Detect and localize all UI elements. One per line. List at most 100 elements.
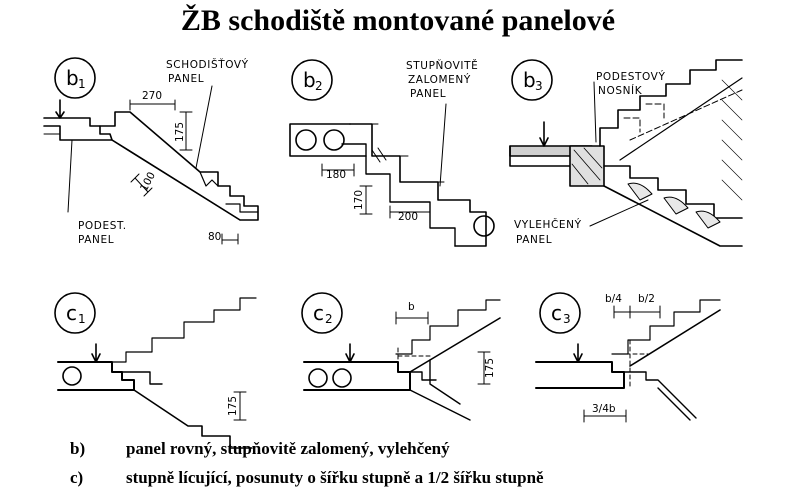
lower-flight: [603, 165, 743, 219]
panel-label-line1: VYLEHČENÝ: [514, 218, 582, 231]
landing-slab-lines: [43, 125, 61, 135]
folded-panel-inner: [371, 123, 445, 183]
dim-b: b: [408, 301, 415, 313]
page-title: ŽB schodiště montované panelové: [180, 4, 616, 37]
stair-bottom-step: [225, 203, 259, 213]
dim-175: 175: [174, 122, 186, 142]
dim-line-b4: [613, 305, 631, 319]
dim-180: 180: [326, 169, 346, 181]
stair-incline: [629, 309, 721, 367]
caption-key-c: c): [70, 468, 84, 487]
tag-circle: [291, 59, 333, 101]
hatching: [721, 79, 743, 201]
dim-80: 80: [208, 231, 221, 243]
folded-panel-bottom: [341, 143, 456, 247]
stair-outline: [611, 299, 721, 355]
dashed-step: [397, 347, 431, 371]
support-arrow: [345, 343, 355, 363]
figure-c1: c 1 175: [54, 292, 257, 449]
stair-flight: [133, 389, 253, 449]
stair-notch: [199, 171, 219, 187]
landing-beam-hatch: [571, 147, 603, 185]
dim-line-175: [179, 111, 193, 151]
dim-line-3-4b: [583, 409, 627, 423]
dim-b2: b/2: [638, 293, 655, 305]
panel-leader: [589, 199, 649, 227]
panel-label-line2: PANEL: [516, 234, 552, 246]
lower-flight-soffit: [603, 185, 743, 247]
panel-label-line2: PANEL: [168, 73, 204, 85]
support-arrow: [539, 121, 549, 147]
landing-void: [62, 366, 82, 386]
caption-text-c: stupně lícující, posunuty o šířku stupně…: [126, 468, 544, 487]
stair-panel: [99, 111, 259, 221]
figure-b2: b 2 180 170 200 STUPŇOVITĚ ZALOMENÝ PANE…: [289, 59, 495, 247]
dim-175: 175: [484, 358, 496, 378]
figure-tag: b: [523, 68, 536, 92]
figure-tag: b: [66, 66, 79, 90]
support-arrow: [55, 99, 65, 119]
figure-subscript: 3: [563, 312, 571, 326]
landing-panel: [43, 117, 113, 141]
figure-tag: b: [303, 68, 316, 92]
dim-line-b2: [629, 305, 661, 319]
panel-leader: [195, 85, 213, 169]
stair-incline: [409, 317, 501, 373]
stair-flight-top: [121, 371, 163, 385]
figure-b1: b 1 270 175 100 80 SCHODIŠŤOVÝ PANEL POD…: [43, 57, 259, 246]
support-ref: [371, 147, 387, 163]
caption-key-b: b): [70, 439, 86, 458]
panel-label-line3: PANEL: [410, 88, 446, 100]
landing-label-line1: PODEST.: [78, 220, 127, 232]
figure-subscript: 2: [325, 312, 333, 326]
tag-circle: [301, 292, 343, 334]
dim-line-170: [359, 185, 373, 215]
stair-flight: [623, 371, 697, 421]
figure-subscript: 2: [315, 79, 323, 93]
panel-label-line1: SCHODIŠŤOVÝ: [166, 58, 249, 71]
dim-100: 100: [138, 170, 158, 193]
landing-void: [323, 129, 345, 151]
beam-label-line2: NOSNÍK: [598, 84, 643, 97]
dim-line-180: [321, 163, 355, 177]
landing-void: [308, 368, 328, 388]
panel-label-line2: ZALOMENÝ: [408, 73, 471, 86]
landing-slab: [57, 361, 135, 391]
dim-line-b: [395, 311, 429, 325]
support-arrow: [91, 343, 101, 363]
dim-270: 270: [142, 90, 162, 102]
figure-tag: c: [551, 301, 562, 325]
dim-line-200: [389, 205, 431, 219]
dim-3-4b: 3/4b: [592, 403, 616, 415]
figure-subscript: 1: [78, 312, 86, 326]
figure-c2: c 2 b 175: [301, 292, 501, 421]
dim-line-100: [130, 173, 153, 197]
figure-c3: c 3 b/4 b/2 3/4b: [535, 292, 721, 423]
dim-line-175: [477, 351, 491, 385]
folded-panel-top: [349, 123, 487, 247]
dim-175: 175: [227, 396, 239, 416]
lower-void: [473, 215, 495, 237]
tag-circle: [54, 57, 96, 99]
landing-slab: [303, 361, 411, 391]
landing-panel: [289, 123, 367, 157]
landing-void: [332, 368, 352, 388]
beam-label-line1: PODESTOVÝ: [596, 70, 665, 83]
landing-void: [295, 129, 317, 151]
landing-label-line2: PANEL: [78, 234, 114, 246]
tag-circle: [511, 59, 553, 101]
landing-leader: [67, 139, 73, 213]
dim-line-175: [233, 391, 247, 421]
panel-leader: [439, 103, 447, 187]
figure-b3: b 3 PODESTOVÝ NOSNÍK VYLEHČENÝ PANEL: [509, 59, 743, 247]
upper-flight-soffit: [619, 77, 743, 161]
stair-panel-soffit: [111, 139, 241, 221]
dashed-step: [611, 339, 649, 387]
dim-line-80: [221, 233, 239, 245]
figure-tag: c: [66, 301, 77, 325]
dim-200: 200: [398, 211, 418, 223]
stair-outline: [111, 297, 257, 363]
support-arrow: [573, 343, 583, 363]
landing-slab: [535, 361, 625, 389]
